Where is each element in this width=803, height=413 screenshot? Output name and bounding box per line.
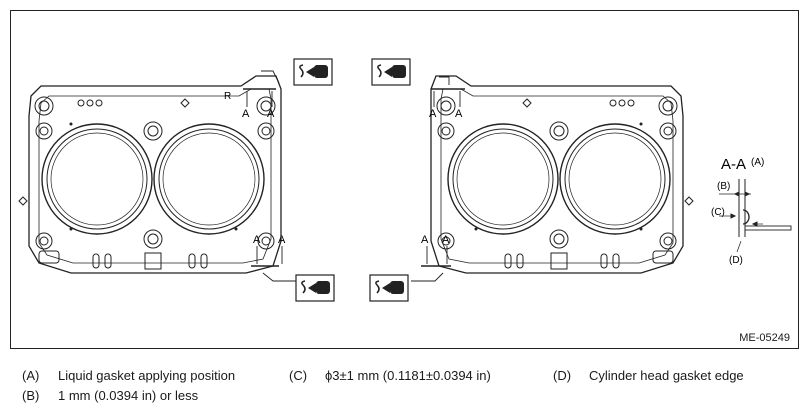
gasket-diagram: R A A A A A A A <box>18 58 792 302</box>
figure-id: ME-05249 <box>739 332 790 344</box>
legend-key: (D) <box>553 368 572 383</box>
left-lower-callout-a-2: A <box>278 234 286 246</box>
legend-key: (A) <box>22 368 40 383</box>
legend-item: (C) ϕ3±1 mm (0.1181±0.0394 in) <box>289 368 491 383</box>
legend-text: Cylinder head gasket edge <box>589 368 744 383</box>
section-ref-c: (C) <box>711 207 725 218</box>
legend-item: (B) 1 mm (0.0394 in) or less <box>22 388 198 403</box>
right-gasket <box>430 75 694 274</box>
right-upper-callout-a-2: A <box>455 108 463 120</box>
legend-item: (D) Cylinder head gasket edge <box>553 368 744 383</box>
gasket-mark: R <box>224 91 231 102</box>
section-ref-d: (D) <box>729 255 743 266</box>
left-lower-application-point <box>251 246 296 282</box>
right-lower-callout-a-1: A <box>421 234 429 246</box>
left-upper-callout-a-1: A <box>242 108 250 120</box>
left-upper-application-point <box>243 70 280 107</box>
right-upper-callout-a-1: A <box>429 108 437 120</box>
right-lower-application-point <box>411 246 451 282</box>
right-upper-application-point <box>431 76 465 107</box>
legend-text: 1 mm (0.0394 in) or less <box>58 388 199 403</box>
section-view-detail <box>719 179 792 253</box>
liquid-gasket-applicator-icon <box>293 58 333 86</box>
section-ref-b: (B) <box>717 181 730 192</box>
diagram-frame: R A A A A A A A <box>10 10 799 349</box>
legend-text: ϕ3±1 mm (0.1181±0.0394 in) <box>325 368 491 383</box>
legend-text: Liquid gasket applying position <box>58 368 236 383</box>
liquid-gasket-applicator-icon <box>371 58 411 86</box>
legend-key: (C) <box>289 368 308 383</box>
liquid-gasket-applicator-icon <box>295 274 335 302</box>
section-view-title: A-A <box>721 156 746 173</box>
liquid-gasket-applicator-icon <box>369 274 409 302</box>
left-lower-callout-a-1: A <box>253 234 261 246</box>
left-gasket <box>18 75 282 274</box>
right-lower-callout-a-2: A <box>442 234 450 246</box>
left-upper-callout-a-2: A <box>267 108 275 120</box>
section-view-title-ref: (A) <box>751 157 764 168</box>
legend-item: (A) Liquid gasket applying position <box>22 368 235 383</box>
legend-key: (B) <box>22 388 40 403</box>
